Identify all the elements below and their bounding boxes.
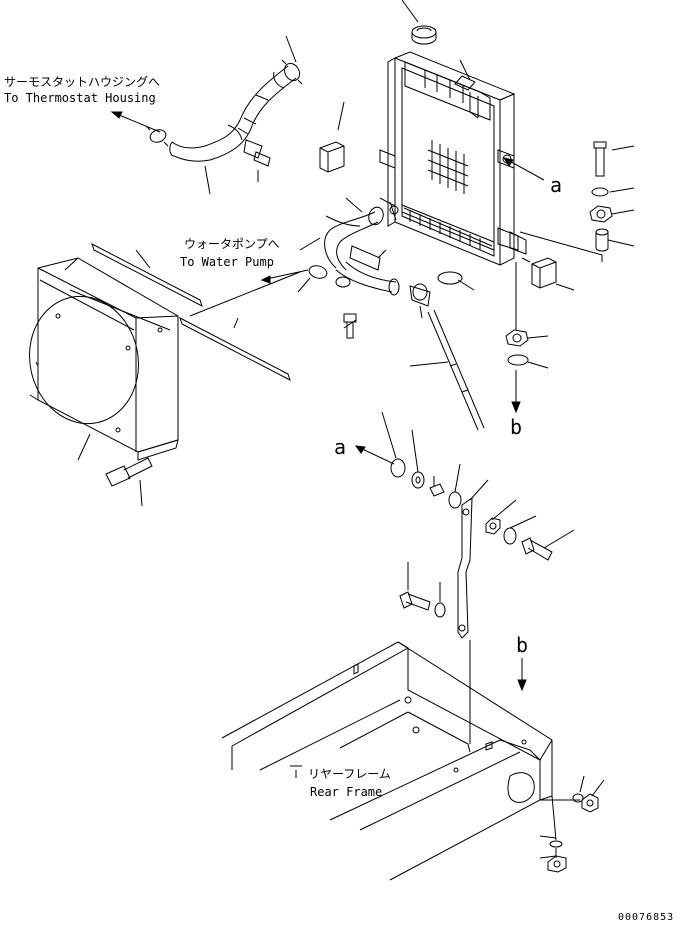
stay-nut [485,517,501,535]
seal-strip-2 [179,316,291,382]
water-pump-arrow [260,269,309,284]
stay-lower-washer [434,602,446,618]
ref-b-target-arrow [517,658,527,692]
mount-bolt [593,141,607,177]
mount-washer [591,187,609,197]
stay-washer-3 [503,527,517,545]
lower-hose-2 [335,245,400,296]
hose-bracket-bolt [243,139,271,167]
thermostat-label-en: To Thermostat Housing [4,91,156,105]
ref-a-source-label: a [334,435,346,459]
stay-collar [429,483,445,497]
radiator-top-tank [404,61,491,121]
radiator [379,51,527,266]
stay-washer-2 [411,471,425,489]
frame-axis-line [551,795,557,858]
mount-nut [589,205,613,223]
shroud-bolt [105,457,153,487]
hose-clamp-upper-right [281,59,303,85]
stay-washer-1 [390,458,406,478]
frame-washer [572,793,584,803]
hose-clamp-upper-left [145,125,169,147]
radiator-core-grid [427,140,469,194]
drain-bolt [343,313,357,339]
rear-frame-label-jp: リヤーフレーム [308,767,391,781]
ref-a-target-label: a [550,173,562,197]
thermostat-label-jp: サーモスタットハウジングへ [4,75,160,89]
ref-b-source-label: b [510,415,522,439]
document-number: 00076853 [618,912,674,923]
ref-a-source-arrow [354,445,395,465]
shroud-guide-line [189,271,301,317]
stay-bushing [448,491,462,509]
lower-hose-1 [324,206,384,271]
leader-lines [77,0,635,859]
stay-bracket [457,497,473,639]
water-pump-label-en: To Water Pump [180,255,274,269]
rear-frame-label-en: Rear Frame [310,785,382,799]
rear-frame [221,640,553,881]
rubber-cushion-left [319,141,345,173]
lower-mount-washer [507,354,529,366]
water-pump-label-jp: ウォータポンプへ [184,237,280,251]
thermostat-arrow [110,111,161,133]
o-ring [437,271,463,285]
drain-tube [427,309,485,431]
ref-b-source-arrow [511,370,521,414]
frame-lower-nut [547,855,567,873]
ref-b-target-label: b [516,633,528,657]
rubber-cushion-right [531,257,557,289]
mount-collar [595,228,609,252]
stay-bolt [521,537,553,561]
stay-lower-bolt [399,591,431,611]
ref-a-target-arrow [502,157,545,181]
frame-lower-washer [549,840,563,848]
upper-hose [169,65,297,162]
hose-clamp-lower [308,265,431,307]
seal-strip-1 [91,242,203,308]
radiator-cap [411,25,437,45]
frame-nut [581,793,599,813]
mount-axis-line [519,231,603,262]
lower-mount-nut [505,329,529,347]
fan-shroud [29,257,179,461]
